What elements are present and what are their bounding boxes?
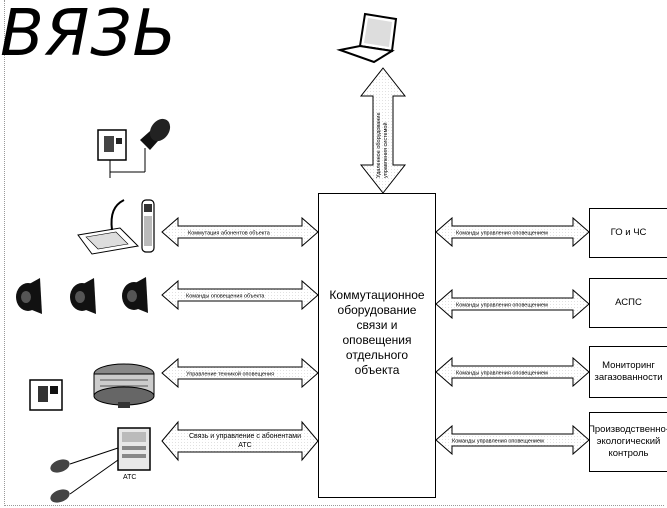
intercom-panel-icon	[98, 130, 126, 178]
right-arrow-3-label: Команды управления оповещением	[456, 371, 548, 377]
center-line-6: объекта	[318, 363, 436, 378]
asps-box: АСПС	[589, 278, 667, 328]
siren-icon	[94, 364, 154, 408]
right-arrow-1-label: Команды управления оповещением	[456, 231, 548, 237]
handset-icon	[142, 200, 154, 252]
center-line-2: оборудование	[318, 303, 436, 318]
go-chs-label: ГО и ЧС	[611, 227, 647, 239]
eco-control-label: Производственно-экологический контроль	[589, 424, 667, 460]
gas-monitoring-box: Мониторинг загазованности	[589, 346, 667, 398]
top-arrow-label-2: управления системой	[382, 122, 389, 178]
eco-control-box: Производственно-экологический контроль	[589, 412, 667, 472]
gas-monitoring-label: Мониторинг загазованности	[590, 360, 667, 384]
center-line-3: связи и	[318, 318, 436, 333]
top-arrow-label-1: Удаленное оборудование	[376, 112, 382, 178]
right-arrow-4-label: Команды управления оповещением	[452, 439, 544, 445]
ats-cabinet-icon	[118, 428, 150, 470]
go-chs-box: ГО и ЧС	[589, 208, 667, 258]
speaker-icon-1	[16, 278, 42, 314]
telephone-icon	[78, 200, 138, 254]
control-box-icon	[30, 380, 62, 410]
central-equipment-label: Коммутационное оборудование связи и опов…	[318, 288, 436, 378]
center-line-1: Коммутационное	[318, 288, 436, 303]
center-line-4: оповещения	[318, 333, 436, 348]
left-arrow-2-label: Команды оповещения объекта	[186, 294, 265, 300]
laptop-icon	[340, 14, 396, 62]
left-arrow-1-label: Коммутация абонентов объекта	[188, 231, 271, 237]
speaker-icon-2	[70, 278, 96, 314]
right-arrow-2-label: Команды управления оповещением	[456, 303, 548, 309]
left-arrow-3-label: Управление техникой оповещения	[186, 371, 274, 378]
center-line-5: отдельного	[318, 348, 436, 363]
ats-label: АТС	[123, 474, 136, 481]
asps-label: АСПС	[615, 297, 642, 309]
left-arrow-4-label: Связь и управление с абонентами АТС	[186, 432, 304, 450]
speaker-icon-3	[122, 277, 148, 313]
phone-icon-1	[49, 448, 118, 475]
